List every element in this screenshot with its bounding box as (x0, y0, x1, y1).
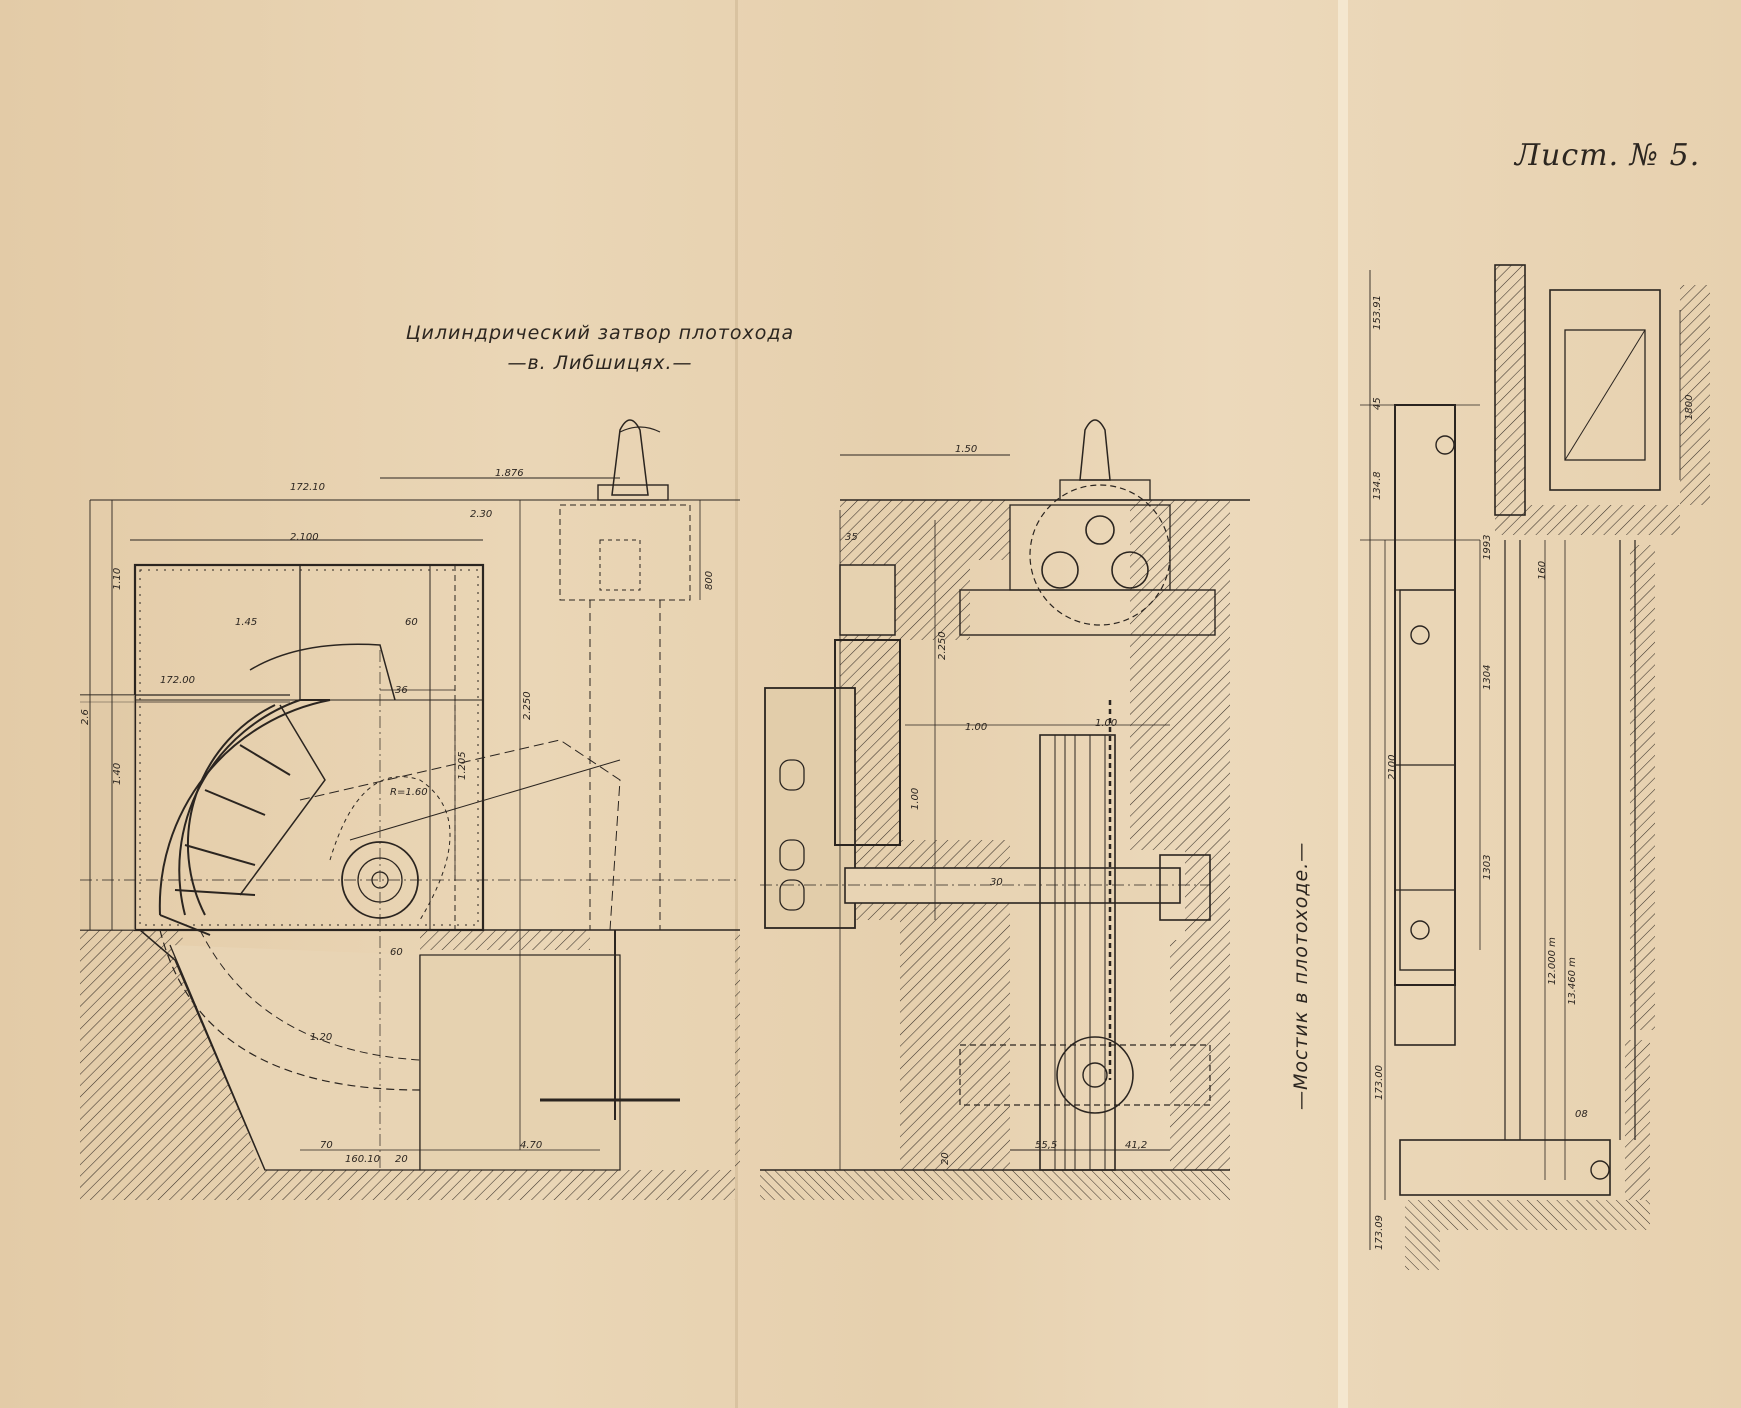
gate-frame (133, 563, 485, 932)
wall-hatch-top (1495, 265, 1710, 535)
dim-label: 35 (845, 532, 858, 543)
cylinder-segment (158, 699, 331, 936)
dim-label: 1304 (1482, 665, 1493, 690)
dim-label: 2.100 (290, 532, 319, 543)
dim-label: 1.876 (495, 468, 524, 479)
dim-label: 30 (990, 877, 1003, 888)
dim-label: 1.10 (112, 568, 123, 590)
dim-label: 41,2 (1125, 1140, 1147, 1151)
sheet-number: Лист. № 5. (1515, 138, 1701, 173)
mechanism-section-view (760, 419, 1250, 1200)
bridge-dimensions: 153.91 134.8 1993 2100 1304 1303 12.000 … (1372, 295, 1695, 1250)
dim-label: 2100 (1387, 755, 1398, 780)
dim-label: 2.6 (80, 709, 91, 725)
dim-label: 4.70 (520, 1140, 542, 1151)
drawing-title-line2: —в. Либшицях.— (507, 352, 693, 374)
dim-label: 172.10 (290, 482, 325, 493)
dim-label: 36 (395, 685, 408, 696)
drawing-title-line1: Цилиндрический затвор плотохода (405, 322, 795, 344)
dim-label: 1993 (1482, 535, 1493, 560)
dim-label: 1.20 (310, 1032, 332, 1043)
dim-label: R=1.60 (390, 787, 428, 798)
wall-hatch-right (1130, 500, 1230, 1170)
drawing-title: Цилиндрический затвор плотохода —в. Либш… (390, 318, 810, 378)
wall-hatch-bottom-bridge (1405, 1200, 1650, 1270)
dim-label: 172.00 (160, 675, 195, 686)
dim-label: 12.000 m (1547, 937, 1558, 985)
dim-label: 1.45 (235, 617, 257, 628)
dim-label: 173.00 (1374, 1065, 1385, 1100)
bridge-section-view (1360, 264, 1710, 1270)
dim-label: 20 (940, 1152, 951, 1165)
dim-label: 1.40 (112, 763, 123, 785)
dim-label: 08 (1575, 1109, 1588, 1120)
dim-label: 160.10 (345, 1154, 380, 1165)
main-shaft (844, 867, 1181, 904)
dim-label: 2.30 (470, 509, 492, 520)
mechanism-dimensions: 1.50 35 1.00 1.00 30 55,5 41,2 2.250 1.0… (845, 444, 1147, 1165)
dim-label: 13.460 m (1567, 957, 1578, 1005)
ground-hatch-left (80, 930, 740, 1200)
dim-label: 1800 (1684, 395, 1695, 420)
bridge-girder (1394, 404, 1456, 986)
dim-label: 153.91 (1372, 295, 1383, 330)
gate-dimensions: 1.876 172.10 2.30 2.100 1.45 60 172.00 3… (80, 468, 715, 1165)
gate-section-view (80, 419, 740, 1200)
fold-line-center (735, 0, 738, 1408)
dim-label: 1.00 (1095, 718, 1117, 729)
dim-label: 160 (1537, 561, 1548, 580)
dim-label: 800 (704, 571, 715, 590)
fold-line-right (1338, 0, 1348, 1408)
dim-label: 1.00 (965, 722, 987, 733)
dim-label: 55,5 (1035, 1140, 1057, 1151)
dim-label: 70 (320, 1140, 333, 1151)
dim-label: 2.250 (522, 691, 533, 720)
dim-label: 1.50 (955, 444, 977, 455)
dim-label: 1.00 (910, 788, 921, 810)
dim-label: 1.205 (457, 751, 468, 780)
dim-label: 60 (405, 617, 418, 628)
dim-label: 60 (390, 947, 403, 958)
wall-hatch-left (840, 500, 1010, 1170)
dim-label: 173.09 (1374, 1215, 1385, 1250)
dim-label: 20 (395, 1154, 408, 1165)
dim-label: 1303 (1482, 855, 1493, 880)
wall-hatch-right-bridge (1625, 545, 1655, 1200)
dim-label: 2.250 (937, 631, 948, 660)
dim-label: 134.8 (1372, 471, 1383, 500)
dim-label: 45 (1372, 397, 1383, 410)
